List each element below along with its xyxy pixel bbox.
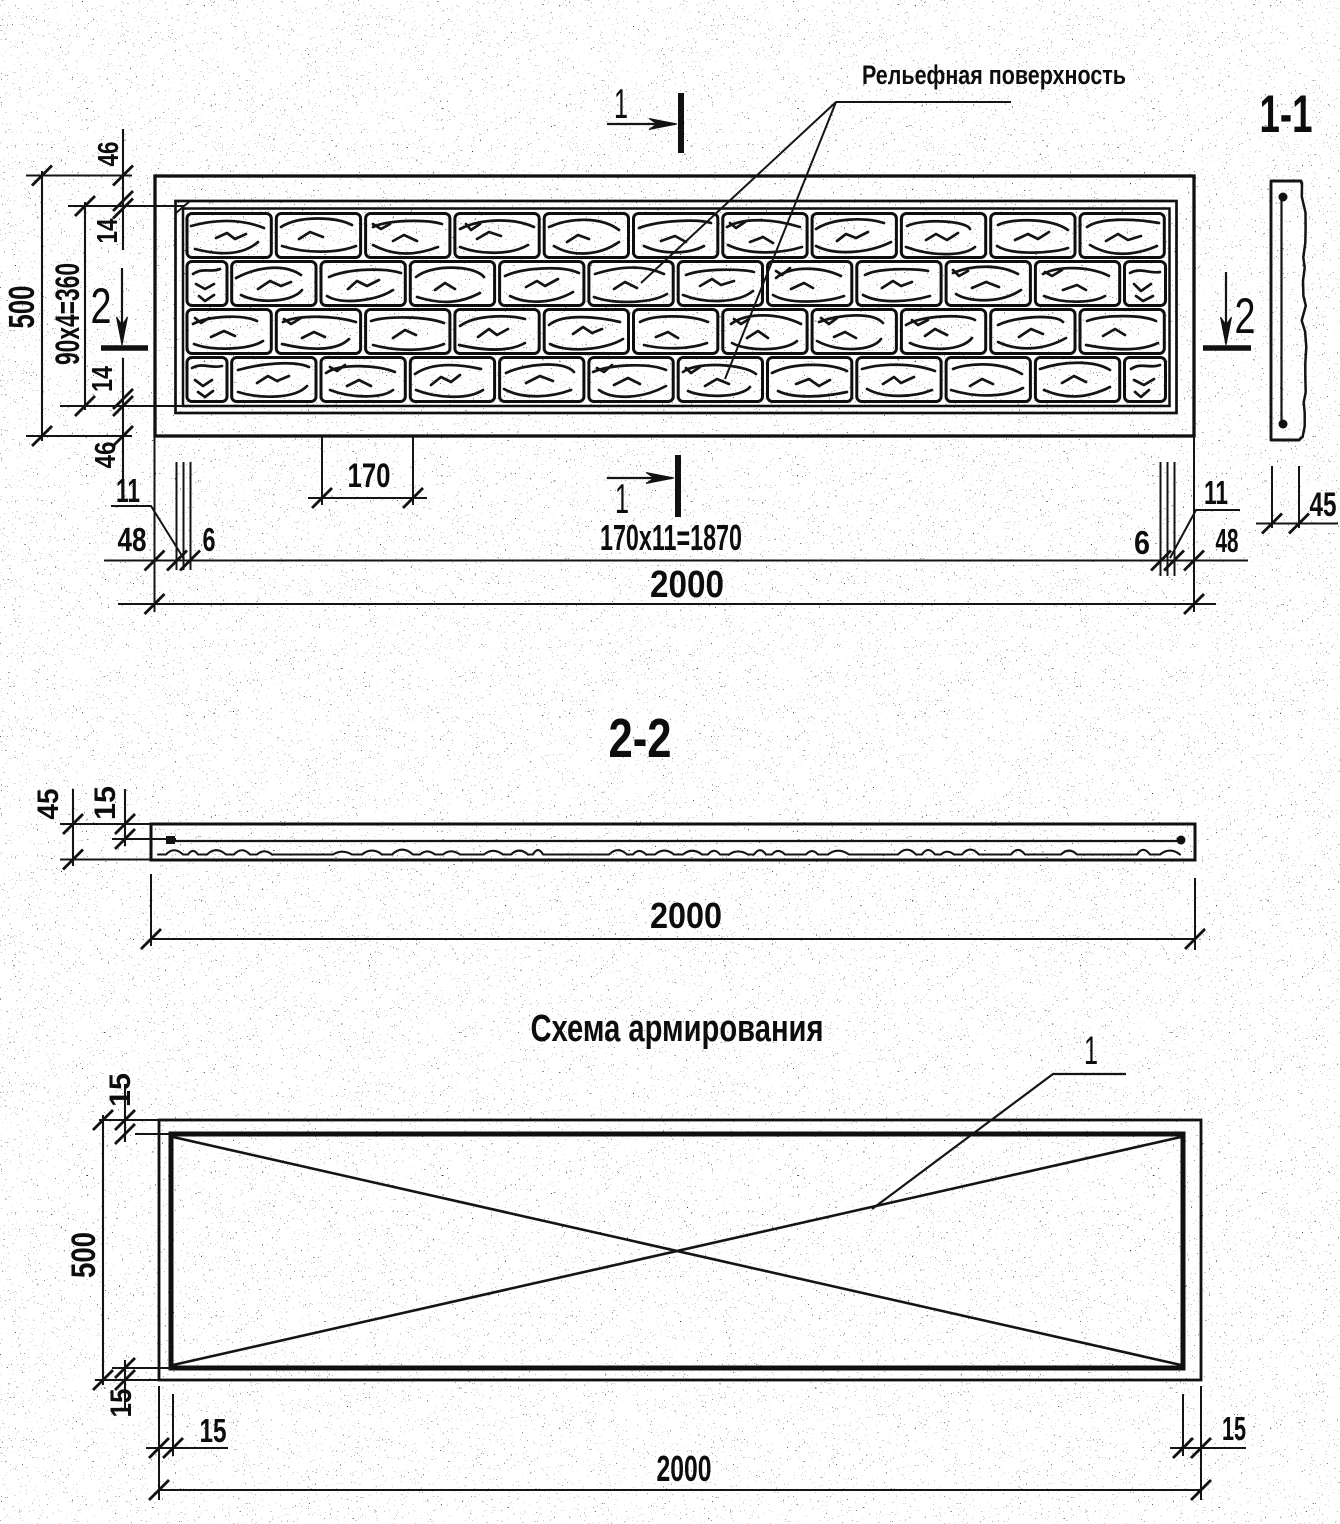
svg-text:48: 48 (1216, 522, 1239, 559)
svg-text:14: 14 (92, 219, 124, 244)
svg-text:6: 6 (1134, 524, 1150, 561)
svg-text:45: 45 (32, 789, 65, 820)
svg-text:2000: 2000 (650, 564, 724, 606)
svg-text:Схема армирования: Схема армирования (531, 1008, 824, 1050)
svg-text:2: 2 (1235, 288, 1256, 344)
svg-text:1: 1 (1084, 1029, 1098, 1073)
svg-text:Рельефная поверхность: Рельефная поверхность (862, 60, 1126, 90)
svg-text:15: 15 (105, 1389, 138, 1418)
svg-text:90x4=360: 90x4=360 (49, 263, 87, 365)
svg-text:2000: 2000 (657, 1448, 712, 1489)
svg-text:11: 11 (116, 472, 140, 509)
svg-text:2000: 2000 (650, 895, 722, 936)
svg-text:6: 6 (203, 521, 216, 558)
svg-text:2-2: 2-2 (609, 707, 672, 769)
svg-text:15: 15 (200, 1412, 227, 1449)
svg-text:170: 170 (348, 457, 391, 495)
svg-text:45: 45 (1310, 486, 1337, 524)
svg-text:15: 15 (104, 1073, 137, 1107)
svg-text:1: 1 (615, 475, 629, 522)
svg-text:1: 1 (614, 80, 628, 127)
svg-text:46: 46 (93, 142, 125, 167)
svg-text:48: 48 (118, 521, 147, 558)
svg-text:46: 46 (90, 442, 122, 469)
svg-text:1-1: 1-1 (1260, 85, 1313, 144)
svg-text:170x11=1870: 170x11=1870 (600, 517, 742, 558)
svg-text:11: 11 (1204, 474, 1228, 511)
svg-text:14: 14 (87, 366, 119, 392)
svg-text:500: 500 (1, 286, 42, 329)
svg-text:15: 15 (1222, 1410, 1246, 1447)
svg-text:2: 2 (91, 278, 112, 334)
svg-text:15: 15 (89, 786, 122, 820)
svg-text:500: 500 (65, 1232, 103, 1278)
